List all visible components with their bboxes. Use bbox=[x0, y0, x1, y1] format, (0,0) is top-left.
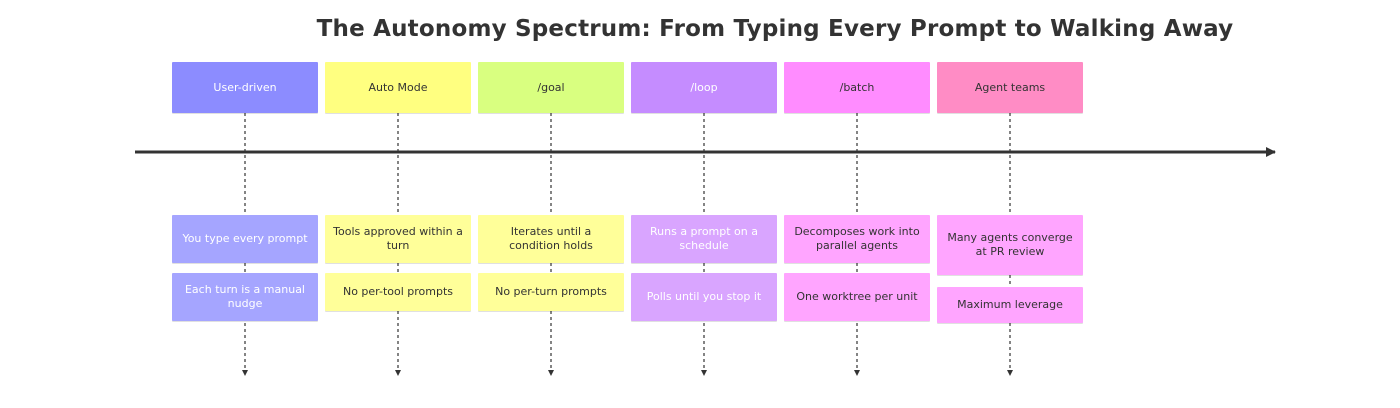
period-header-auto-mode: Auto Mode bbox=[325, 62, 471, 113]
event-text: Decomposes work into parallel agents bbox=[794, 225, 920, 252]
event-box: Maximum leverage bbox=[937, 287, 1083, 323]
event-text: Many agents converge at PR review bbox=[947, 231, 1073, 258]
event-box: One worktree per unit bbox=[784, 273, 930, 321]
period-label: /loop bbox=[690, 80, 718, 94]
event-box: No per-turn prompts bbox=[478, 273, 624, 311]
event-text: One worktree per unit bbox=[796, 290, 918, 303]
event-box: Iterates until a condition holds bbox=[478, 215, 624, 263]
event-text: Runs a prompt on a schedule bbox=[650, 225, 758, 252]
event-text: Iterates until a condition holds bbox=[509, 225, 593, 252]
event-text: No per-turn prompts bbox=[495, 285, 607, 298]
event-box: No per-tool prompts bbox=[325, 273, 471, 311]
period-header-user-driven: User-driven bbox=[172, 62, 318, 113]
diagram-title: The Autonomy Spectrum: From Typing Every… bbox=[316, 16, 1234, 42]
event-text: Maximum leverage bbox=[957, 298, 1063, 311]
period-label: /batch bbox=[839, 80, 875, 94]
event-box: Tools approved within a turn bbox=[325, 215, 471, 263]
event-text: No per-tool prompts bbox=[342, 285, 454, 298]
period-label: /goal bbox=[537, 80, 565, 94]
period-header-goal: /goal bbox=[478, 62, 624, 113]
event-box: You type every prompt bbox=[172, 215, 318, 263]
event-text: Tools approved within a turn bbox=[333, 225, 463, 252]
event-text: Polls until you stop it bbox=[646, 290, 762, 303]
period-header-agent-teams: Agent teams bbox=[937, 62, 1083, 113]
event-box: Many agents converge at PR review bbox=[937, 215, 1083, 275]
event-text: Each turn is a manual nudge bbox=[184, 283, 305, 310]
event-text: You type every prompt bbox=[182, 232, 308, 245]
period-label: Auto Mode bbox=[368, 80, 428, 94]
period-label: User-driven bbox=[213, 80, 277, 94]
event-box: Each turn is a manual nudge bbox=[172, 273, 318, 321]
event-box: Runs a prompt on a schedule bbox=[631, 215, 777, 263]
event-box: Decomposes work into parallel agents bbox=[784, 215, 930, 263]
period-header-batch: /batch bbox=[784, 62, 930, 113]
event-box: Polls until you stop it bbox=[631, 273, 777, 321]
period-label: Agent teams bbox=[974, 80, 1046, 94]
period-header-loop: /loop bbox=[631, 62, 777, 113]
